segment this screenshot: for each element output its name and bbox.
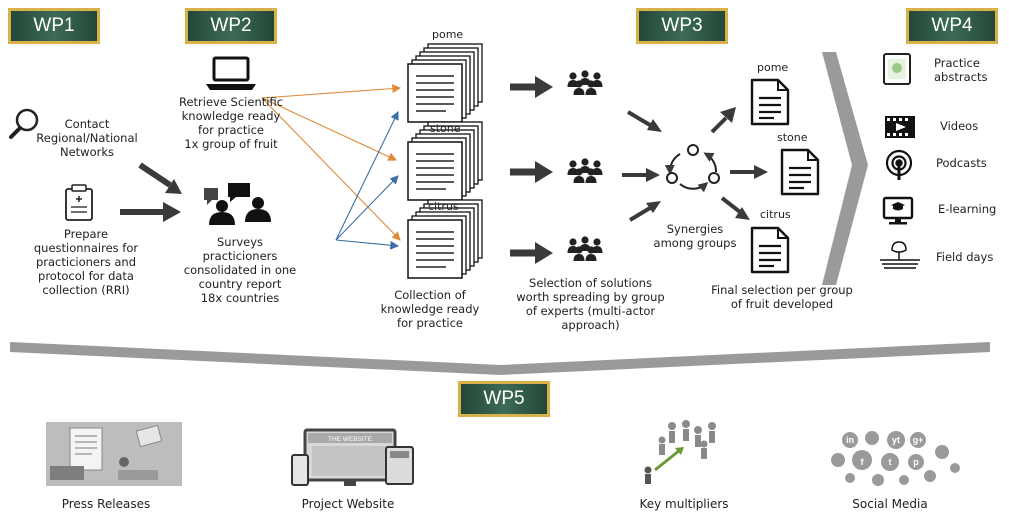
social-glyph-google: g+ <box>913 435 924 445</box>
video-icon <box>885 116 915 138</box>
prepare-line-1: Prepare <box>63 227 109 241</box>
final-label-citrus: citrus <box>760 208 791 221</box>
wp4-item-podcasts: Podcasts <box>936 156 987 170</box>
final-label-stone: stone <box>777 131 808 144</box>
final-doc-pome <box>750 78 790 126</box>
selection-line-1: Selection of solutions <box>529 276 652 290</box>
social-glyph-pinterest: p <box>913 457 919 467</box>
project-website-image: THE WEBSITE <box>291 428 414 486</box>
stack-label-citrus: citrus <box>428 200 459 213</box>
final-doc-stone <box>780 148 820 196</box>
surveys-line-3: consolidated in one <box>183 263 297 277</box>
social-glyph-linkedin: in <box>846 435 854 445</box>
wp4-badge: WP4 <box>906 8 998 44</box>
arrow-synergy-to-final-stone <box>730 165 768 179</box>
blue-arrows <box>335 111 400 250</box>
collection-label: Collection of knowledge ready for practi… <box>370 288 490 330</box>
prepare-line-4: protocol for data <box>38 269 134 283</box>
stack-label-stone: stone <box>430 122 461 135</box>
selection-solutions-label: Selection of solutions worth spreading b… <box>508 276 673 332</box>
surveys-label: Surveys practicioners consolidated in on… <box>170 235 310 305</box>
final-label-pome: pome <box>757 61 789 74</box>
final-selection-line-1: Final selection per group <box>711 283 853 297</box>
social-media-image: in f g+ t yt p <box>825 428 965 488</box>
surveys-line-4: country report <box>198 277 282 291</box>
social-glyph-facebook: f <box>861 457 865 467</box>
experts-group-icon-citrus <box>568 236 603 261</box>
selection-line-4: approach) <box>561 318 620 332</box>
prepare-line-5: collection (RRI) <box>42 283 130 297</box>
synergies-line-2: among groups <box>653 236 737 250</box>
prepare-line-3: practicioners and <box>35 255 137 269</box>
synergies-label: Synergies among groups <box>643 222 747 250</box>
wp5-badge: WP5 <box>458 381 550 417</box>
arrow-stack-to-experts-citrus <box>510 242 553 264</box>
podcast-icon <box>885 149 913 180</box>
retrieve-line-4: 1x group of fruit <box>184 137 278 151</box>
arrow-synergy-to-final-pome <box>710 107 736 134</box>
website-banner-text: THE WEBSITE <box>328 436 373 443</box>
key-multipliers-image <box>636 418 726 488</box>
synergy-cycle-icon <box>664 144 720 193</box>
synergies-line-1: Synergies <box>666 222 724 236</box>
final-selection-label: Final selection per group of fruit devel… <box>690 283 874 311</box>
wp5-press-releases-label: Press Releases <box>61 497 151 511</box>
e-learning-icon <box>882 196 914 225</box>
wp2-badge: WP2 <box>185 8 277 44</box>
collection-line-1: Collection of <box>394 288 466 302</box>
retrieve-line-2: knowledge ready <box>181 109 281 123</box>
orange-arrows <box>261 84 402 241</box>
wp5-social-media-label: Social Media <box>852 497 928 511</box>
practice-abstract-icon <box>883 53 911 85</box>
wp4-item-e-learning: E-learning <box>938 202 997 216</box>
wp4-item-practice-abstracts: Practice abstracts <box>934 56 988 84</box>
press-releases-image <box>46 422 182 486</box>
arrow-stack-to-experts-stone <box>510 161 553 183</box>
arrow-experts-to-synergy-pome <box>626 110 662 132</box>
chevron-separator <box>822 52 868 285</box>
prepare-questionnaires-label: Prepare questionnaires for practicioners… <box>26 227 146 297</box>
arrow-contact-to-surveys <box>138 162 182 194</box>
arrow-synergy-to-final-citrus <box>720 196 750 220</box>
retrieve-knowledge-label: Retrieve Scientific knowledge ready for … <box>166 95 296 151</box>
final-doc-citrus <box>750 226 790 274</box>
wp4-item-videos: Videos <box>940 119 979 133</box>
social-glyph-twitter: t <box>889 457 892 467</box>
field-days-icon <box>880 241 920 269</box>
social-glyph-youtube: yt <box>892 435 900 445</box>
surveys-line-5: 18x countries <box>200 291 280 305</box>
selection-line-3: of experts (multi-actor <box>525 304 656 318</box>
experts-group-icon-stone <box>568 158 603 183</box>
retrieve-line-1: Retrieve Scientific <box>178 95 284 109</box>
surveys-line-1: Surveys <box>217 235 263 249</box>
stack-label-pome: pome <box>432 28 464 41</box>
retrieve-line-3: for practice <box>198 123 264 137</box>
wp1-badge: WP1 <box>8 8 100 44</box>
contact-networks-label: Contact Regional/National Networks <box>36 117 138 159</box>
clipboard-icon <box>65 184 93 221</box>
wp5-key-multipliers-label: Key multipliers <box>639 497 729 511</box>
experts-group-icon-pome <box>568 70 603 95</box>
arrow-experts-to-synergy-stone <box>622 168 660 182</box>
wp3-badge: WP3 <box>636 8 728 44</box>
arrow-stack-to-experts-pome <box>510 76 553 98</box>
wp5-separator-bar <box>10 342 990 375</box>
wp4-item-field-days: Field days <box>936 250 994 264</box>
arrow-experts-to-synergy-citrus <box>628 201 661 222</box>
arrow-prepare-to-surveys <box>120 202 181 222</box>
laptop-icon <box>206 56 256 90</box>
surveys-line-2: practicioners <box>202 249 278 263</box>
selection-line-2: worth spreading by group <box>516 290 665 304</box>
magnifier-icon <box>9 108 39 139</box>
collection-line-2: knowledge ready <box>380 302 480 316</box>
final-selection-line-2: of fruit developed <box>730 297 834 311</box>
doc-stack-pome <box>407 43 483 123</box>
wp5-project-website-label: Project Website <box>301 497 395 511</box>
survey-people-icon <box>204 183 271 225</box>
collection-line-3: for practice <box>397 316 463 330</box>
prepare-line-2: questionnaires for <box>33 241 139 255</box>
